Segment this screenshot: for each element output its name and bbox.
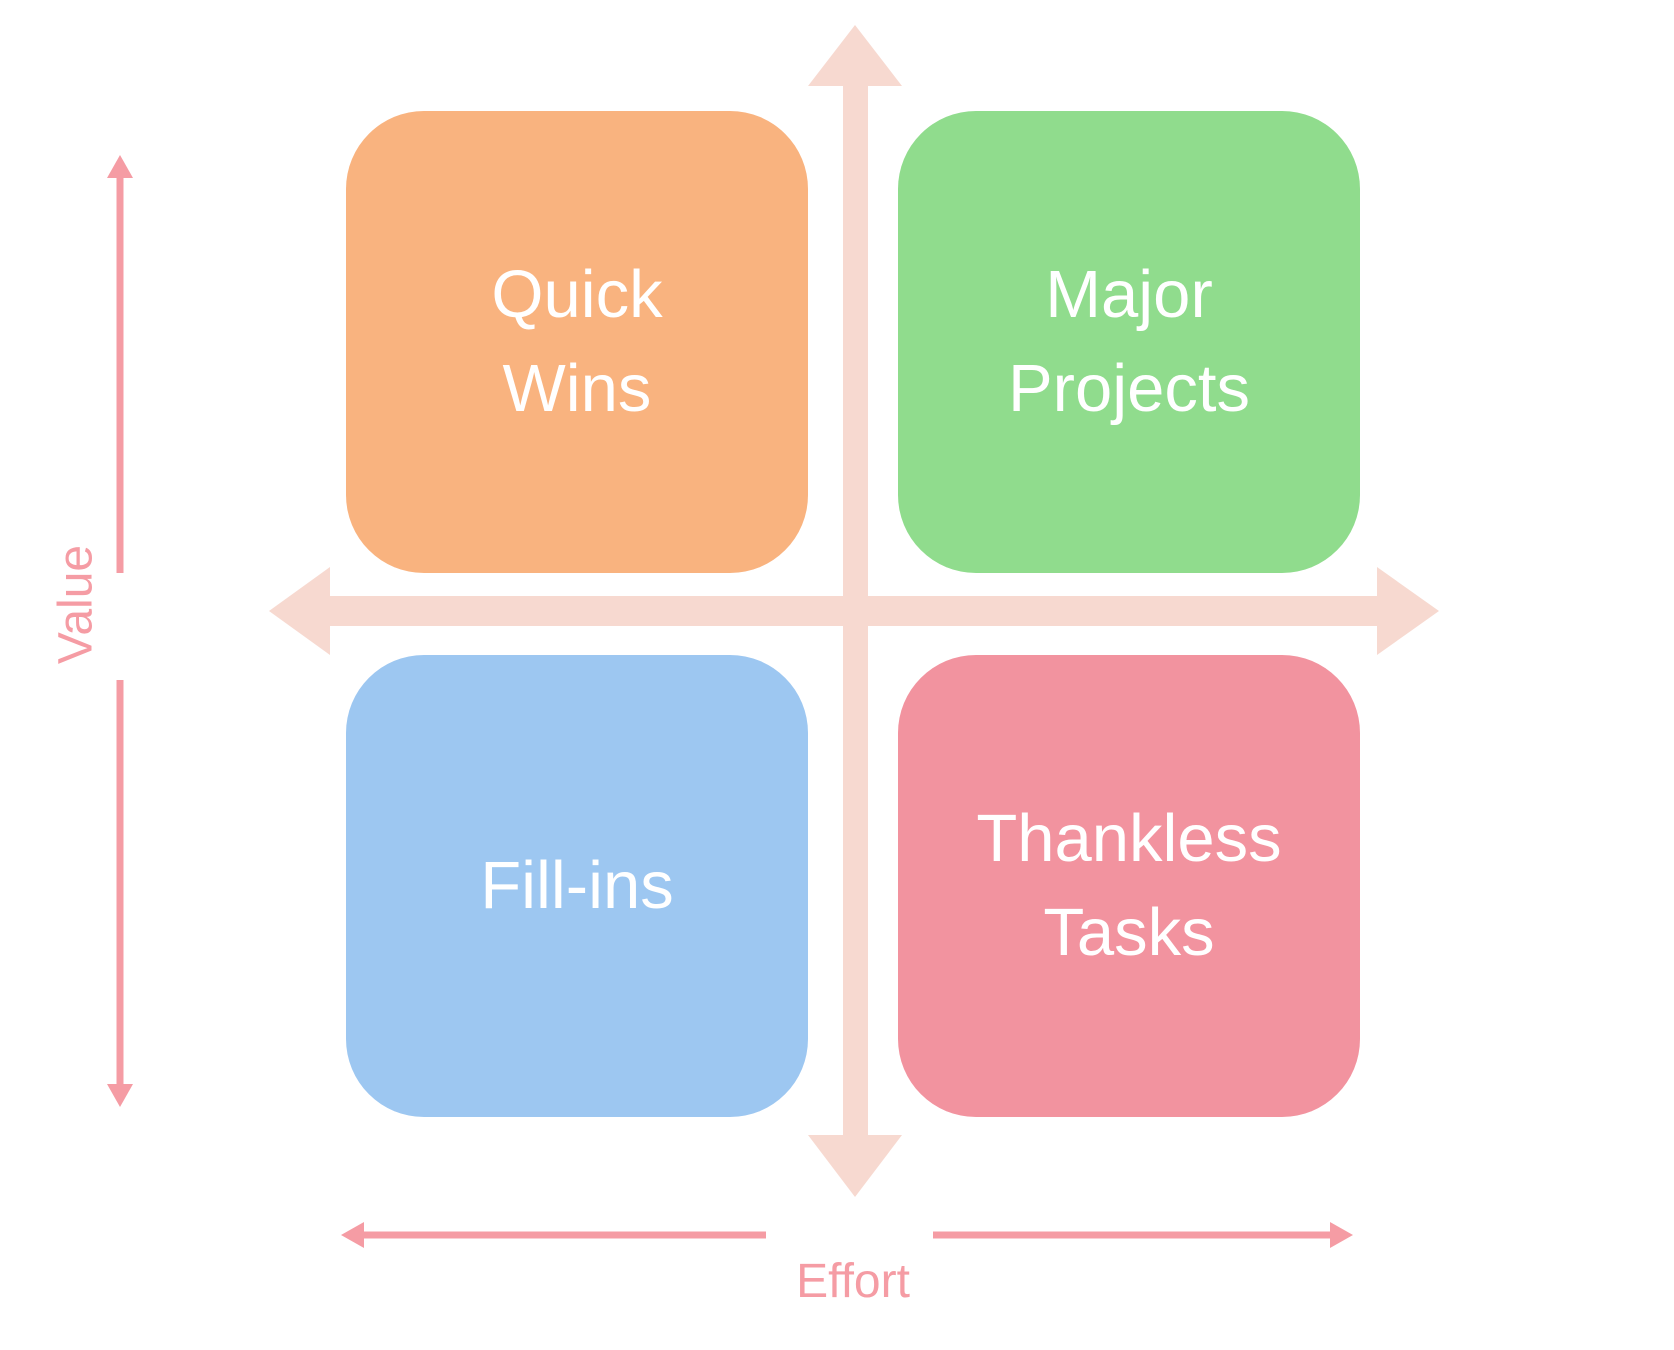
effort-arrowhead-left <box>341 1222 364 1248</box>
x-axis-arrowhead-right <box>1377 567 1439 655</box>
value-axis-label: Value <box>49 544 103 665</box>
x-axis-arrow <box>269 567 1439 655</box>
x-axis-arrowhead-left <box>269 567 330 655</box>
value-range-arrow <box>107 155 133 1107</box>
quadrant-major-projects: Major Projects <box>898 111 1360 573</box>
y-axis-arrowhead-up <box>808 25 902 86</box>
effort-arrowhead-right <box>1330 1222 1353 1248</box>
value-arrowhead-up <box>107 155 133 178</box>
quadrant-quick-wins: Quick Wins <box>346 111 808 573</box>
quadrant-thankless-tasks: Thankless Tasks <box>898 655 1360 1117</box>
effort-axis-label: Effort <box>796 1255 910 1308</box>
value-arrowhead-down <box>107 1084 133 1107</box>
quadrant-fill-ins: Fill-ins <box>346 655 808 1117</box>
quadrant-fill-ins-label: Fill-ins <box>480 848 674 924</box>
quadrant-quick-wins-label: Quick Wins <box>491 257 663 426</box>
quadrant-major-projects-label: Major Projects <box>1007 257 1251 426</box>
quadrant-thankless-tasks-label: Thankless Tasks <box>976 801 1282 970</box>
effort-range-arrow <box>341 1222 1353 1248</box>
y-axis-arrowhead-down <box>808 1135 902 1197</box>
x-axis-shaft <box>325 596 1382 626</box>
